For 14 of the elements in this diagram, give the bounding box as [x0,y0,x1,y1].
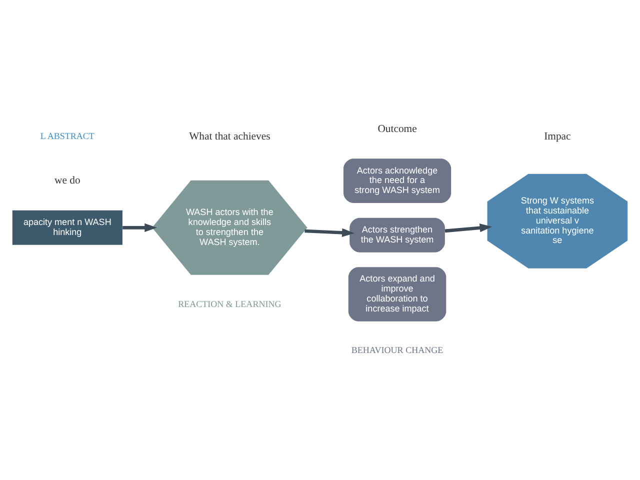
arrow [444,224,492,233]
label: BEHAVIOUR CHANGE [351,345,444,356]
node-box: Actors expand and improve collaboration to increase impact [348,267,446,322]
arrow [304,228,354,237]
arrow [122,223,157,232]
label: L ABSTRACT [40,130,94,141]
label: we do [54,174,80,187]
label: Impac [544,130,571,142]
label: REACTION & LEARNING [178,299,282,310]
node-box: apacity ment n WASH hinking [12,210,122,245]
label: Outcome [378,122,417,135]
label: What that achieves [189,130,270,142]
node-box: Actors strengthen the WASH system [350,218,445,252]
node-box: Actors acknowledge the need for a strong WASH system [343,158,452,204]
